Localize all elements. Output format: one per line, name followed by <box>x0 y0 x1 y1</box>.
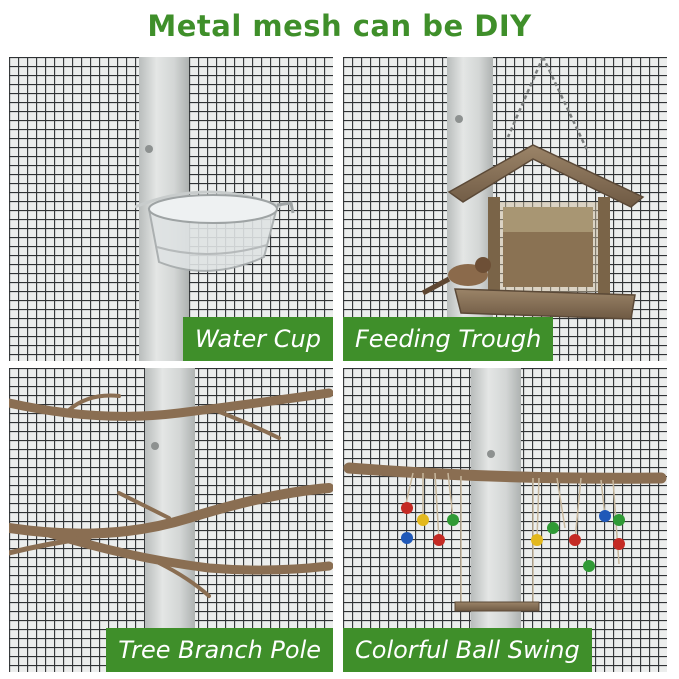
panel-colorful-ball-swing: Colorful Ball Swing <box>343 368 667 672</box>
page-title: Metal mesh can be DIY <box>147 9 532 43</box>
caption-colorful-ball-swing: Colorful Ball Swing <box>343 628 592 672</box>
water-cup-icon <box>9 57 333 361</box>
caption-water-cup: Water Cup <box>183 317 333 361</box>
tree-branch-icon <box>9 368 333 672</box>
caption-tree-branch-pole: Tree Branch Pole <box>106 628 333 672</box>
panel-water-cup: Water Cup <box>9 57 333 361</box>
panel-tree-branch-pole: Tree Branch Pole <box>9 368 333 672</box>
ball-swing-icon <box>343 368 667 672</box>
panel-feeding-trough: Feeding Trough <box>343 57 667 361</box>
bird-feeder-icon <box>343 57 667 361</box>
caption-feeding-trough: Feeding Trough <box>343 317 554 361</box>
